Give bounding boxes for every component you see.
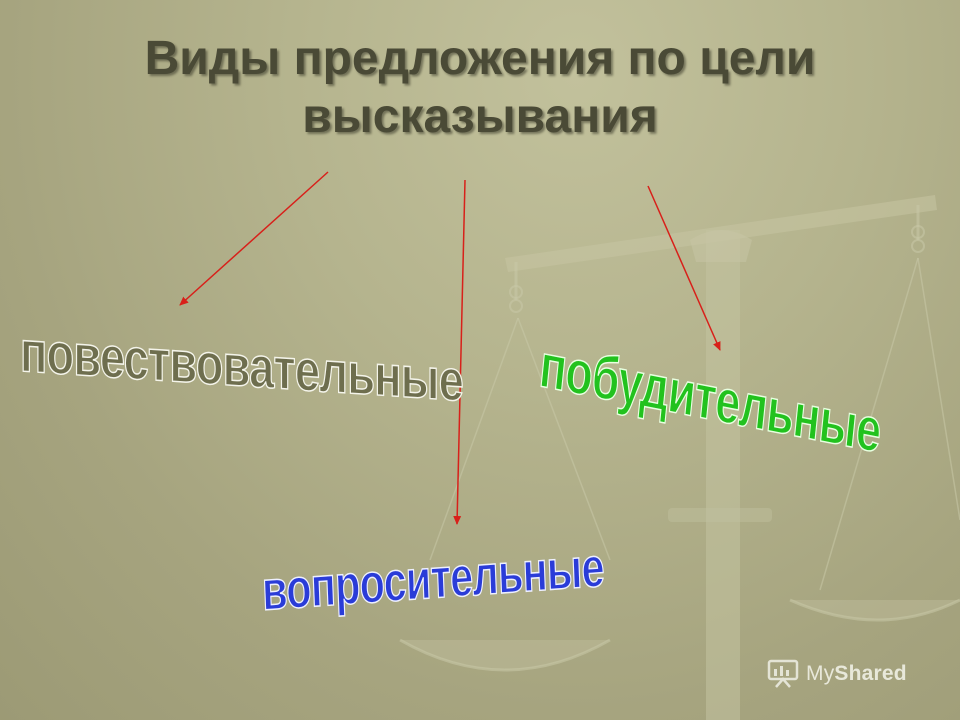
title-line-1: Виды предложения по цели [144, 32, 816, 85]
logo-text: MyShared [806, 662, 907, 686]
myshared-logo: MyShared [766, 656, 907, 692]
logo-text-my: My [806, 662, 835, 685]
title-line-2: высказывания [302, 90, 658, 143]
arrow-to-imperative [647, 185, 721, 351]
arrow-to-narrative [179, 171, 329, 306]
logo-text-shared: Shared [834, 662, 907, 685]
presentation-board-icon [767, 659, 799, 688]
slide-title: Виды предложения по цели высказывания [0, 30, 960, 146]
arrow-to-interrogative [453, 179, 466, 525]
